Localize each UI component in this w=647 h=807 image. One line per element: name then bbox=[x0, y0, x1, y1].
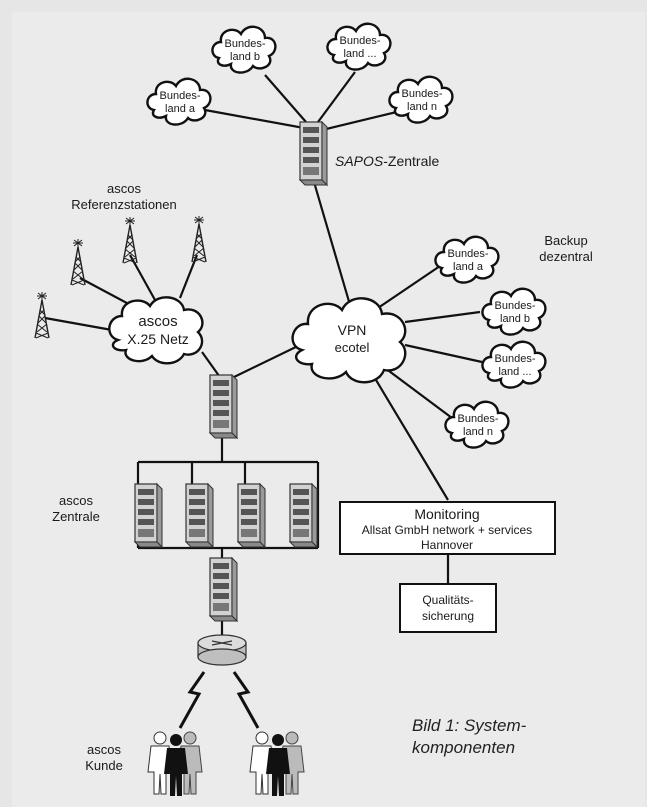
quality-box: Qualitäts- sicherung bbox=[399, 583, 497, 633]
cloud-bundesland-a-backup: Bundes- land a bbox=[434, 235, 500, 284]
cloud-label-line1: Bundes- bbox=[448, 248, 489, 260]
sapos-label-prefix: SAPOS bbox=[335, 153, 384, 169]
cloud-label-line1: VPN bbox=[338, 322, 367, 338]
cloud-label-line2: land a bbox=[165, 103, 196, 115]
sapos-label: SAPOS-Zentrale bbox=[335, 153, 439, 169]
cloud-label-line2: X.25 Netz bbox=[127, 331, 188, 347]
cloud-bundesland-dots-top: Bundes- land ... bbox=[326, 22, 392, 71]
cloud-label-line2: land b bbox=[500, 313, 530, 325]
referenzstationen-label-line1: ascos bbox=[107, 181, 141, 196]
cloud-label-line2: land ... bbox=[343, 48, 376, 60]
cloud-label-line1: Bundes- bbox=[402, 88, 443, 100]
cloud-bundesland-n-backup: Bundes- land n bbox=[444, 400, 510, 449]
lightning-icon bbox=[178, 671, 260, 729]
server-icon bbox=[185, 483, 214, 548]
monitoring-city: Hannover bbox=[421, 538, 473, 552]
cloud-label-line2: ecotel bbox=[335, 340, 370, 355]
cloud-label-line1: Bundes- bbox=[495, 300, 536, 312]
backup-label-line2: dezentral bbox=[539, 249, 593, 264]
quality-line2: sicherung bbox=[422, 609, 474, 623]
cloud-bundesland-a-top: Bundes- land a bbox=[146, 77, 212, 126]
cloud-label-line2: land b bbox=[230, 51, 260, 63]
quality-line1: Qualitäts- bbox=[422, 593, 473, 607]
server-icon bbox=[237, 483, 266, 548]
router-icon bbox=[197, 634, 247, 666]
cloud-vpn-ecotel: VPN ecotel bbox=[291, 297, 407, 384]
zentrale-label-line1: ascos bbox=[59, 493, 93, 508]
kunde-label-line2: Kunde bbox=[85, 758, 123, 773]
kunde-label-line1: ascos bbox=[87, 742, 121, 757]
diagram-panel bbox=[12, 12, 645, 807]
server-icon bbox=[209, 374, 238, 439]
cloud-label-line1: Bundes- bbox=[160, 90, 201, 102]
referenzstationen-label-line2: Referenzstationen bbox=[71, 197, 177, 212]
cloud-bundesland-b-backup: Bundes- land b bbox=[481, 287, 547, 336]
cloud-label-line1: Bundes- bbox=[225, 38, 266, 50]
zentrale-label-line2: Zentrale bbox=[52, 509, 100, 524]
server-icon bbox=[209, 557, 238, 622]
monitoring-title: Monitoring bbox=[414, 506, 479, 522]
cloud-label-line1: ascos bbox=[138, 313, 177, 330]
monitoring-org: Allsat GmbH network + services bbox=[362, 523, 532, 537]
cloud-label-line2: land ... bbox=[498, 366, 531, 378]
server-icon bbox=[299, 121, 328, 186]
cloud-label-line2: land a bbox=[453, 261, 484, 273]
figure-caption-line1: Bild 1: System- bbox=[412, 716, 527, 735]
sapos-label-suffix: -Zentrale bbox=[383, 153, 439, 169]
people-icon bbox=[147, 731, 203, 796]
monitoring-box: Monitoring Allsat GmbH network + service… bbox=[339, 501, 556, 555]
cloud-bundesland-n-top: Bundes- land n bbox=[388, 75, 454, 124]
figure-caption-line2: komponenten bbox=[412, 738, 515, 757]
cloud-bundesland-dots-backup: Bundes- land ... bbox=[481, 340, 547, 389]
cloud-label-line1: Bundes- bbox=[458, 413, 499, 425]
cloud-label-line2: land n bbox=[463, 426, 493, 438]
cloud-label-line2: land n bbox=[407, 101, 437, 113]
server-icon bbox=[289, 483, 318, 548]
server-icon bbox=[134, 483, 163, 548]
backup-label-line1: Backup bbox=[544, 233, 587, 248]
cloud-bundesland-b-top: Bundes- land b bbox=[211, 25, 277, 74]
cloud-label-line1: Bundes- bbox=[340, 35, 381, 47]
people-icon bbox=[249, 731, 305, 796]
cloud-x25-netz: ascos X.25 Netz bbox=[108, 296, 204, 365]
cloud-label-line1: Bundes- bbox=[495, 353, 536, 365]
